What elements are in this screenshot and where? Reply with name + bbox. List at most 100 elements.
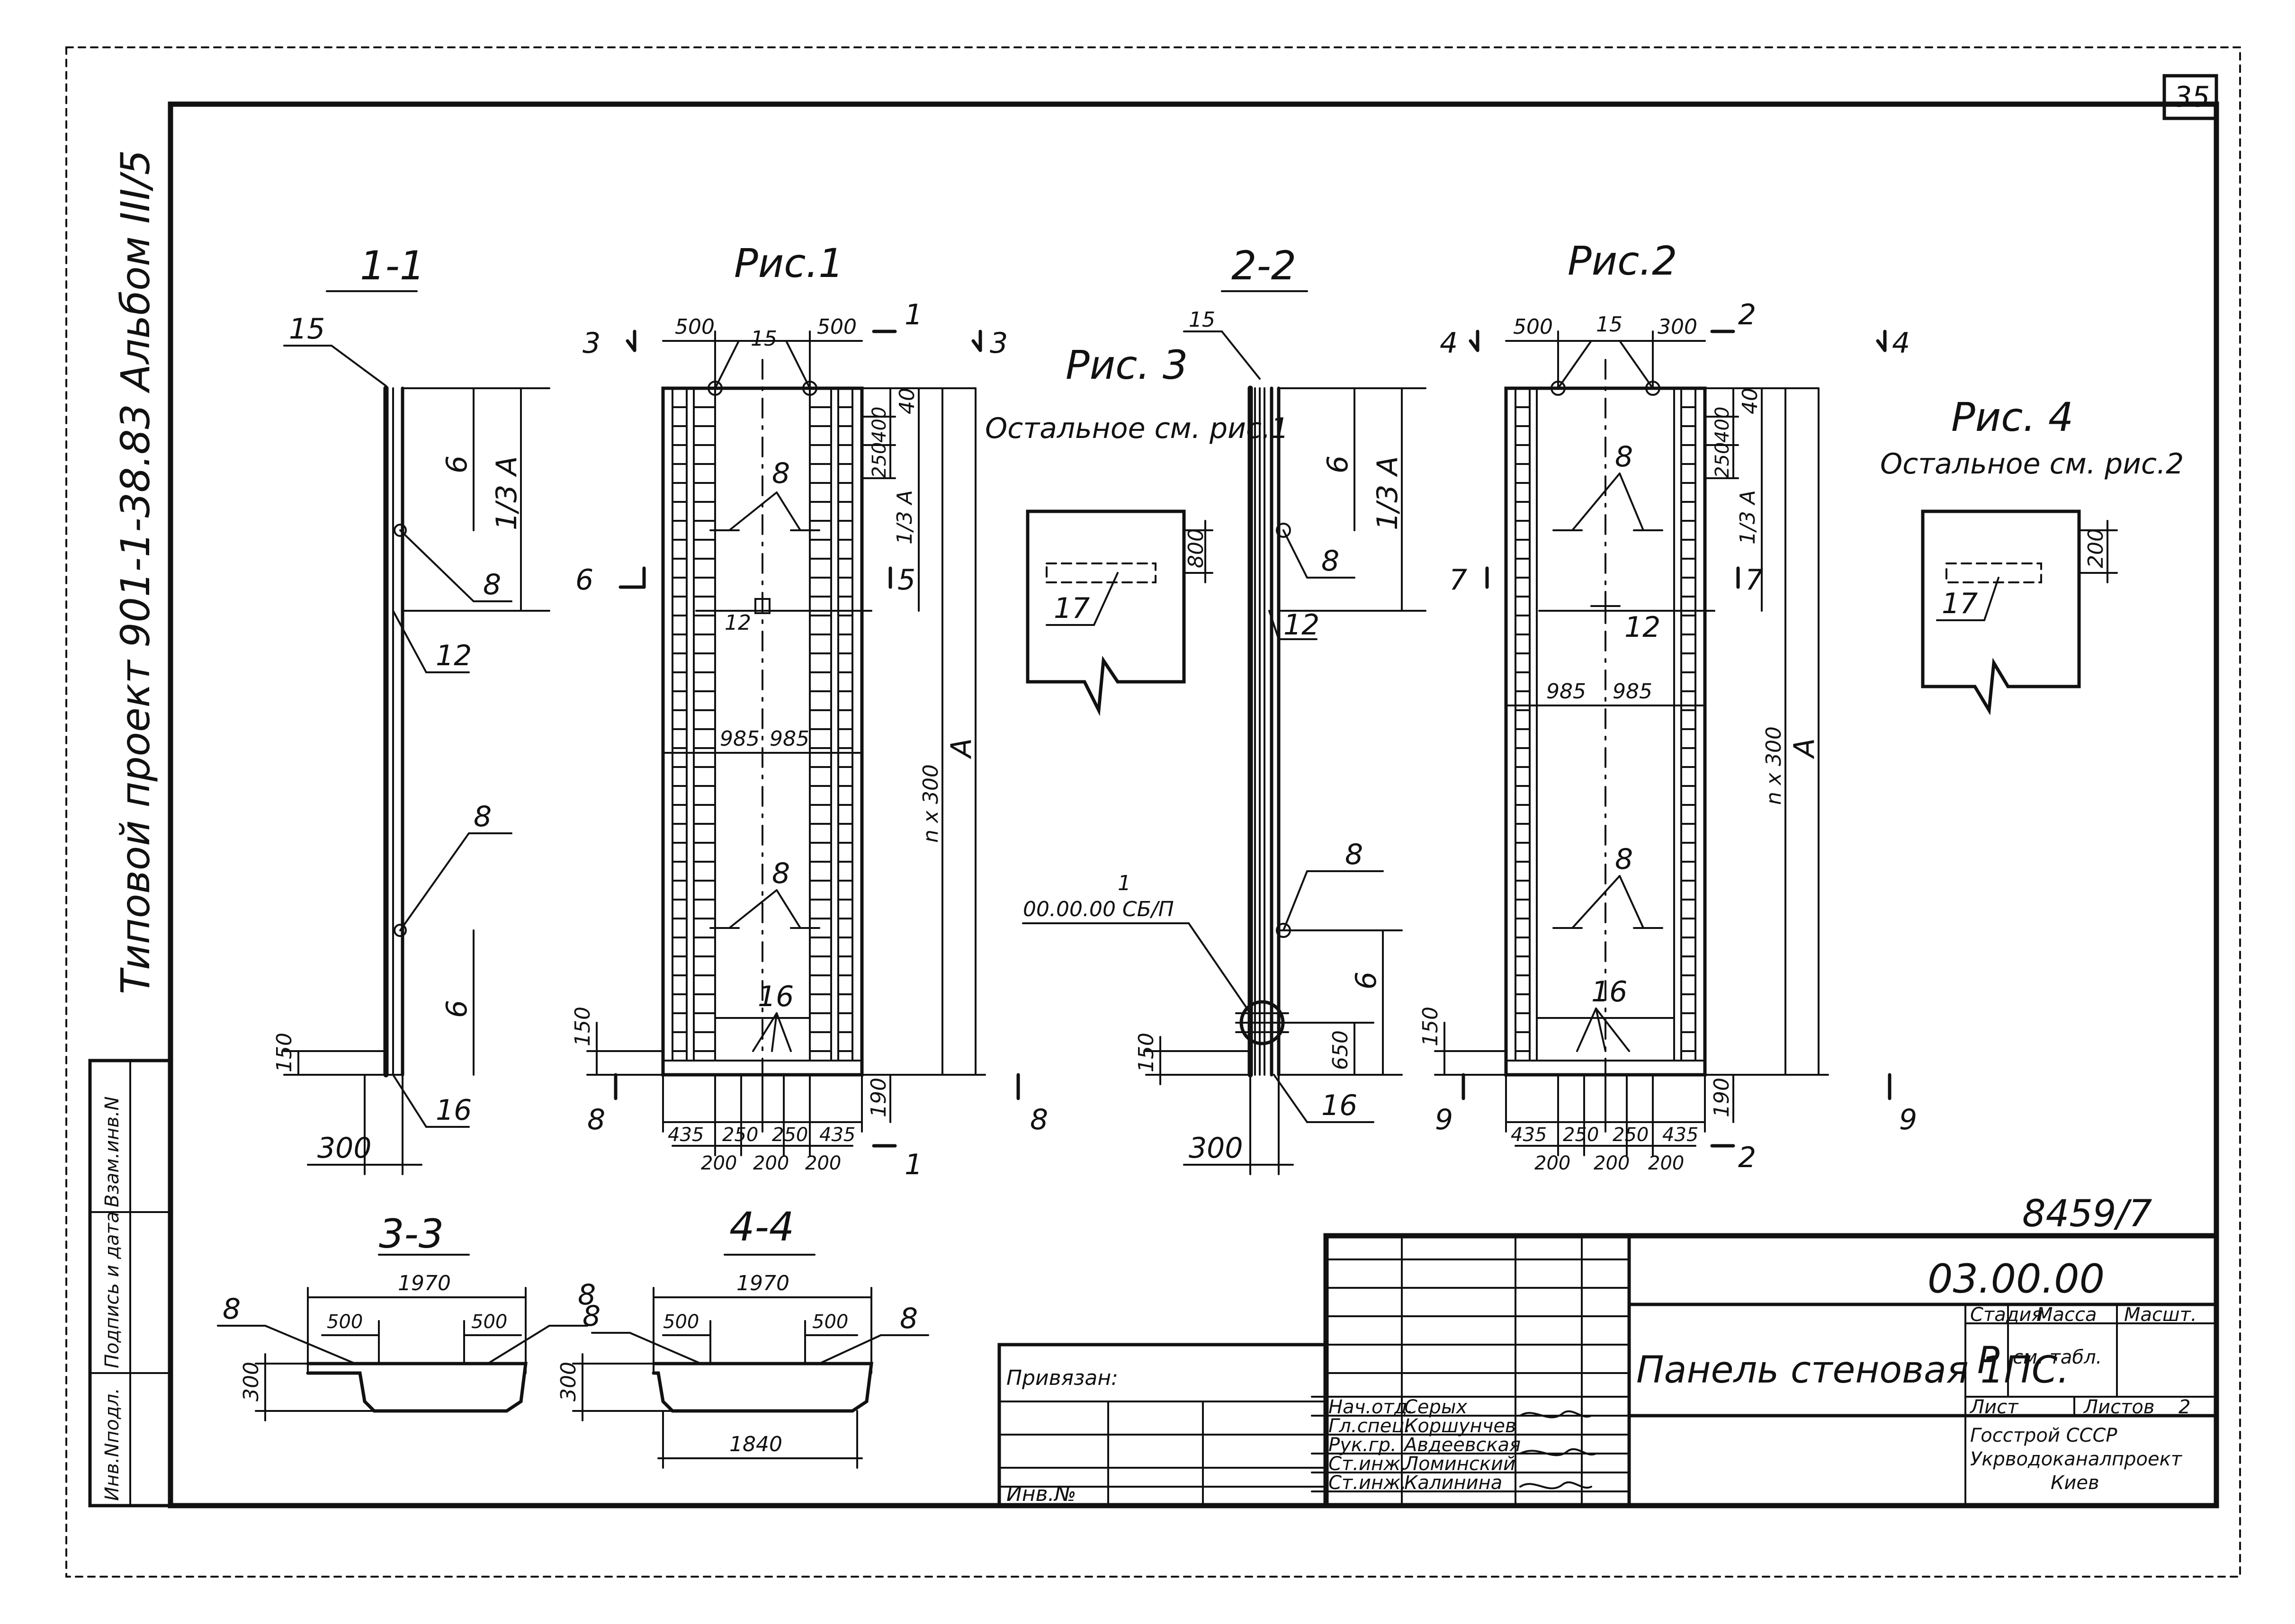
section-1-1-label-8b: 8 [474,800,492,833]
figure-1-label-16: 16 [758,980,794,1013]
figure-1-cut-8b: 8 [1030,1103,1048,1136]
figure-1-dim-A: A [945,738,978,759]
figure-1-dim-500a: 500 [675,315,715,339]
side-title: Типовой проект 901-1-38.83 Альбом III/5 [112,150,159,994]
figure-1-dim-b435b: 435 [819,1124,855,1146]
figure-4-label-17: 17 [1942,587,1978,620]
staff-name-1: Серых [1404,1396,1468,1418]
figure-2-cut-2a: 2 [1738,298,1756,331]
sheets-value: 2 [2178,1396,2190,1418]
scale-label: Масшт. [2124,1304,2197,1326]
section-2-2 [1022,290,1426,1175]
figure-2-title: Рис.2 [1568,238,1677,284]
staff-name-4: Ломинский [1403,1453,1515,1475]
figure-1-label-8a: 8 [772,457,790,490]
section-1-1-dim-1-3A: 1/3 A [490,456,523,530]
figure-1-left-ladder [672,406,716,1052]
figure-1-cut-1a: 1 [905,298,923,331]
figure-1-dim-985b: 985 [770,727,809,751]
section-2-2-dim-6b: 6 [1350,972,1383,990]
figure-2-dim-b200b: 200 [1594,1152,1630,1174]
figure-3-label-17: 17 [1054,592,1090,625]
figure-2-cut-7b: 7 [1745,563,1763,597]
figure-1-right-ladder [809,406,853,1052]
figure-1-dim-985a: 985 [720,727,760,751]
figure-2-dim-150: 150 [1418,1007,1443,1046]
figure-1-cut-3b: 3 [990,327,1008,360]
figure-1-dim-b200a: 200 [701,1152,737,1174]
section-2-2-label-15: 15 [1189,308,1215,332]
figure-2-cut-4b: 4 [1892,327,1910,360]
staff-name-3: Авдеевская [1403,1434,1521,1456]
section-3-3 [217,1254,588,1421]
section-2-2-label-12: 12 [1283,608,1319,642]
section-2-2-dim-1-3A: 1/3 A [1371,456,1404,530]
section-2-2-dim-650: 650 [1328,1030,1353,1070]
figure-2-dim-A: A [1788,738,1821,759]
section-4-4-dim-500b: 500 [812,1311,848,1333]
section-4-4-dim-1840: 1840 [729,1432,782,1456]
title-name: Панель стеновая 1ПС. [1636,1349,2069,1392]
stamp-replace: Взам.инв.N [101,1097,123,1207]
section-1-1 [283,290,550,1175]
figure-2-cut-4a: 4 [1440,327,1458,360]
section-3-3-dim-1970: 1970 [398,1271,451,1295]
figure-2-label-16: 16 [1591,975,1627,1008]
section-2-2-ref: 00.00.00 СБ/П [1023,897,1174,921]
figure-4-title: Рис. 4 [1951,394,2073,440]
figure-1 [586,330,1020,1156]
figure-1-dim-500b: 500 [817,315,857,339]
section-2-2-label-16: 16 [1321,1089,1357,1122]
section-1-1-dim-6a: 6 [440,455,474,473]
figure-1-dim-150: 150 [571,1007,595,1046]
staff-role-3: Рук.гр. [1328,1434,1397,1456]
stamp-inv: Инв.Nподл. [101,1388,123,1501]
section-3-3-label-8a: 8 [223,1293,241,1326]
figure-4-dim-200: 200 [2084,528,2108,568]
stage-value: Р [1977,1339,1999,1382]
figure-1-cut-1b: 1 [905,1148,923,1181]
figure-3-dim-800: 800 [1184,528,1208,568]
section-2-2-dim-6a: 6 [1321,455,1354,473]
section-4-4-label-8a: 8 [583,1300,601,1333]
section-3-3-label-8b: 8 [578,1278,596,1312]
figure-1-dim-b250a: 250 [722,1124,758,1146]
figure-1-dim-b200b: 200 [753,1152,789,1174]
org-line-2: Укрводоканалпроект [1970,1448,2183,1470]
section-4-4-dim-1970: 1970 [736,1271,789,1295]
figure-2-dim-n300: n x 300 [1762,726,1786,805]
figure-2-dim-985a: 985 [1546,679,1586,704]
inv-label: Инв.№ [1006,1482,1076,1506]
figure-1-cut-5: 5 [897,563,915,597]
figure-2-dim-1-3A: 1/3 A [1736,490,1760,544]
stage-label: Стадия [1970,1304,2043,1326]
figure-2-right-ladder [1680,406,1696,1052]
figure-1-label-8b: 8 [772,857,790,890]
figure-2-dim-b435b: 435 [1662,1124,1698,1146]
figure-2-dim-250: 250 [1712,442,1733,478]
figure-3-note: Остальное см. рис.1 [985,412,1289,445]
section-2-2-label-8b: 8 [1345,838,1363,871]
figure-1-dim-1-3A: 1/3 A [893,490,917,544]
figure-2-cut-7a: 7 [1449,563,1467,597]
section-1-1-label-16: 16 [436,1094,472,1127]
binding-block [997,1343,1328,1508]
staff-role-2: Гл.спец. [1328,1415,1410,1437]
staff-name-5: Калинина [1404,1472,1502,1494]
section-3-3-dim-500b: 500 [471,1311,507,1333]
stamp-sign: Подпись и дата [101,1212,123,1368]
figure-2-dim-985b: 985 [1613,679,1652,704]
figure-1-label-12: 12 [725,611,751,635]
section-4-4-dim-300: 300 [556,1362,581,1401]
binding-label: Привязан: [1006,1366,1118,1390]
org-line-1: Госстрой СССР [1970,1425,2117,1446]
figure-2-dim-500: 500 [1513,315,1553,339]
section-3-3-dim-500a: 500 [327,1311,363,1333]
figure-1-dim-n300: n x 300 [919,764,943,843]
figure-1-cut-8a: 8 [587,1103,605,1136]
figure-2-dim-400: 400 [1712,407,1733,443]
sheets-label: Листов [2083,1396,2154,1418]
section-1-1-dim-6b: 6 [440,1000,474,1018]
section-4-4-label-8b: 8 [900,1302,918,1335]
figure-2-cut-9b: 9 [1899,1103,1917,1136]
